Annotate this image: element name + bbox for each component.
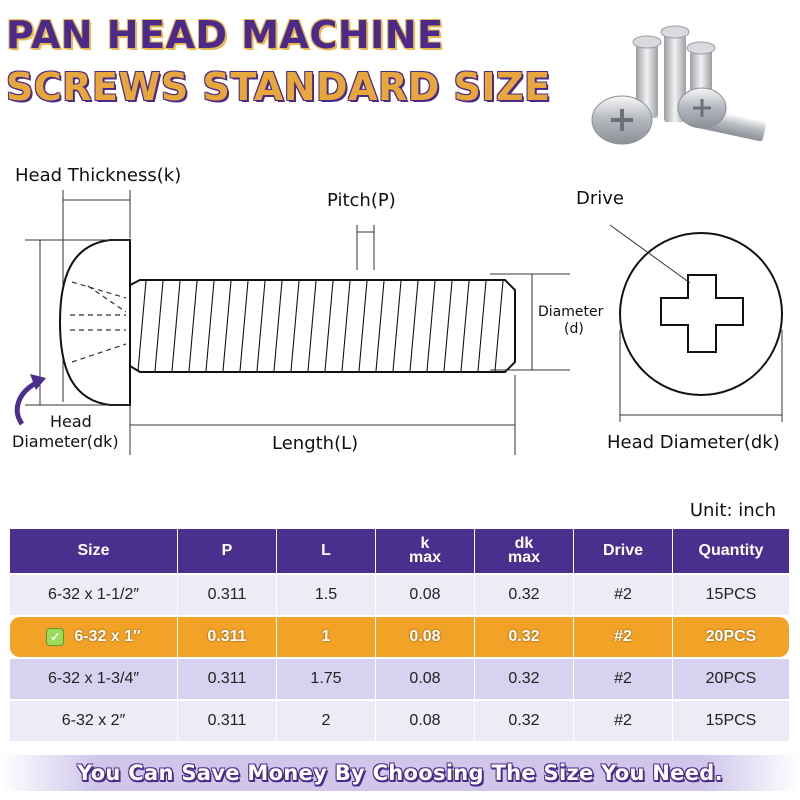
thread-line <box>460 280 470 372</box>
arrow-head-icon <box>30 374 46 390</box>
screw-diagram <box>14 25 783 455</box>
thread-line <box>494 280 504 372</box>
thread-line <box>477 280 487 372</box>
drive-view <box>609 224 783 396</box>
header-p: P <box>178 529 277 573</box>
cell-k: 0.08 <box>376 575 475 615</box>
thread-line <box>426 280 436 372</box>
cell-quantity: 15PCS <box>673 701 789 741</box>
thread-line <box>409 280 419 372</box>
thread-line <box>290 280 300 372</box>
cell-drive: #2 <box>574 701 673 741</box>
cell-quantity: 20PCS <box>673 617 789 657</box>
cell-size-text: 6-32 x 1″ <box>74 628 141 646</box>
promo-banner-text: You Can Save Money By Choosing The Size … <box>77 761 723 785</box>
cell-p: 0.311 <box>178 575 277 615</box>
curved-arrow-icon <box>14 379 40 426</box>
cell-drive: #2 <box>574 575 673 615</box>
cell-l: 1 <box>277 617 376 657</box>
thread-line <box>358 280 368 372</box>
label-diameter: Diameter <box>538 304 604 320</box>
cell-dk: 0.32 <box>475 617 574 657</box>
cell-dk: 0.32 <box>475 701 574 741</box>
thread-line <box>188 280 198 372</box>
pitch-dimension <box>356 225 375 270</box>
table-row[interactable]: 6-32 x 1-3/4″ 0.311 1.75 0.08 0.32 #2 20… <box>10 659 789 699</box>
cell-p: 0.311 <box>178 617 277 657</box>
thread-line <box>171 280 181 372</box>
cell-l: 1.5 <box>277 575 376 615</box>
cell-quantity: 20PCS <box>673 659 789 699</box>
thread-line <box>324 280 334 372</box>
checkmark-icon: ✓ <box>46 627 65 646</box>
thread-line <box>375 280 385 372</box>
label-drive: Drive <box>576 188 624 209</box>
cell-p: 0.311 <box>178 701 277 741</box>
table-row[interactable]: 6-32 x 1-1/2″ 0.311 1.5 0.08 0.32 #2 15P… <box>10 575 789 615</box>
cell-size: 6-32 x 2″ <box>10 701 178 741</box>
thread-line <box>137 280 147 372</box>
table-row[interactable]: 6-32 x 2″ 0.311 2 0.08 0.32 #2 15PCS <box>10 701 789 741</box>
label-pitch: Pitch(P) <box>327 190 396 211</box>
cell-l: 1.75 <box>277 659 376 699</box>
thread-line <box>205 280 215 372</box>
cell-size: 6-32 x 1-3/4″ <box>10 659 178 699</box>
cell-k: 0.08 <box>376 659 475 699</box>
cell-size: ✓ 6-32 x 1″ <box>10 617 178 657</box>
cell-size: 6-32 x 1-1/2″ <box>10 575 178 615</box>
diameter-dimension <box>490 273 570 371</box>
head-diameter-right-dimension <box>619 330 783 422</box>
thread-line <box>392 280 402 372</box>
header-size: Size <box>10 529 178 573</box>
thread-line <box>256 280 266 372</box>
cell-dk: 0.32 <box>475 659 574 699</box>
cell-drive: #2 <box>574 659 673 699</box>
label-head-diameter-left-1: Head <box>50 412 92 431</box>
cell-k: 0.08 <box>376 617 475 657</box>
label-head-thickness: Head Thickness(k) <box>15 165 182 186</box>
header-l: L <box>277 529 376 573</box>
cell-drive: #2 <box>574 617 673 657</box>
thread-line <box>273 280 283 372</box>
title-line-2: SCREWS STANDARD SIZE <box>6 65 551 109</box>
label-diameter-symbol: (d) <box>564 321 584 337</box>
label-head-diameter-right: Head Diameter(dk) <box>607 432 780 453</box>
label-length: Length(L) <box>272 433 359 454</box>
cell-l: 2 <box>277 701 376 741</box>
screw-head <box>58 239 131 406</box>
table-row-selected[interactable]: ✓ 6-32 x 1″ 0.311 1 0.08 0.32 #2 20PCS <box>10 617 789 657</box>
screw-shank <box>129 279 516 373</box>
cell-k: 0.08 <box>376 701 475 741</box>
thread-line <box>154 280 164 372</box>
phillips-cross-icon <box>660 274 744 353</box>
promo-banner: You Can Save Money By Choosing The Size … <box>0 755 800 791</box>
label-head-diameter-left-2: Diameter(dk) <box>12 432 119 451</box>
thread-line <box>443 280 453 372</box>
product-photo-screws <box>591 25 766 145</box>
cell-quantity: 15PCS <box>673 575 789 615</box>
length-dimension <box>129 375 516 455</box>
thread-line <box>239 280 249 372</box>
thread-line <box>222 280 232 372</box>
header-drive: Drive <box>574 529 673 573</box>
title-line-1: PAN HEAD MACHINE <box>6 13 444 57</box>
thread-line <box>307 280 317 372</box>
thread-line <box>341 280 351 372</box>
cell-dk: 0.32 <box>475 575 574 615</box>
header-quantity: Quantity <box>673 529 789 573</box>
unit-label: Unit: inch <box>689 500 776 521</box>
cell-p: 0.311 <box>178 659 277 699</box>
